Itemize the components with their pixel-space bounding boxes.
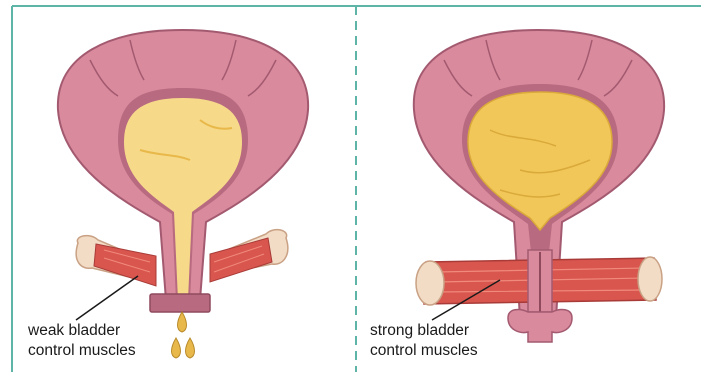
strong-bladder-illustration [414,30,664,342]
strong-label-line2: control muscles [370,341,478,361]
weak-sphincter [150,294,210,312]
weak-muscle-left [94,244,156,286]
urine-drop [178,312,187,332]
weak-muscles-label: weak bladder control muscles [28,321,136,361]
strong-label-line1: strong bladder [370,321,478,341]
urine-drop [172,338,181,358]
right-bone-left-end [416,261,444,305]
weak-label-line2: control muscles [28,341,136,361]
strong-sphincter [508,310,572,342]
weak-bladder-illustration [58,30,308,358]
weak-label-leader-line [76,276,138,320]
weak-label-line1: weak bladder [28,321,136,341]
strong-muscles-label: strong bladder control muscles [370,321,478,361]
urine-drop [186,338,195,358]
right-bone-right-end [638,257,662,301]
strong-bladder-urine [468,92,612,230]
